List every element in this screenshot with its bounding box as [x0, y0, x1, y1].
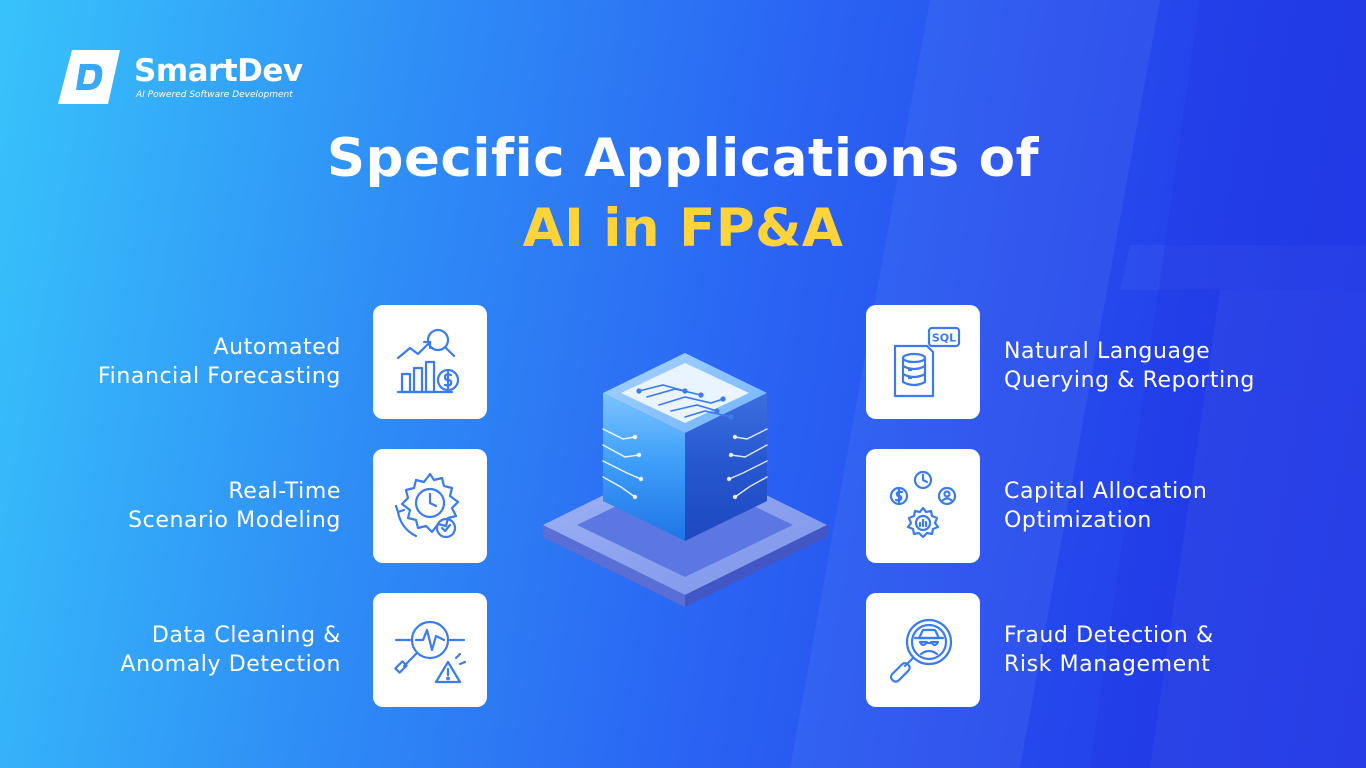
chart-magnifier-dollar-icon [396, 328, 460, 394]
smartdev-logo-icon [58, 50, 120, 104]
title-line-1: Specific Applications of [326, 128, 1040, 189]
card-financial-forecasting[interactable] [373, 305, 487, 419]
label-fraud-detection-risk-management: Fraud Detection & Risk Management [1004, 623, 1214, 677]
card-fraud-detection[interactable] [866, 593, 980, 707]
label-data-cleaning-anomaly-detection: Data Cleaning & Anomaly Detection [120, 623, 341, 677]
title-line-2: AI in FP&A [522, 198, 844, 259]
card-anomaly-detection[interactable] [373, 593, 487, 707]
label-capital-allocation-optimization: Capital Allocation Optimization [1004, 479, 1208, 533]
label-automated-financial-forecasting: Automated Financial Forecasting [97, 335, 341, 389]
ai-chip-cube-illustration [543, 353, 827, 607]
card-capital-allocation[interactable] [866, 449, 980, 563]
magnifier-spy-icon [889, 618, 953, 683]
brand-name: SmartDev [134, 53, 303, 89]
card-natural-language-querying[interactable]: SQL [866, 305, 980, 419]
sql-icon-text: SQL [932, 332, 956, 345]
gear-dollar-clock-user-icon [889, 470, 957, 539]
sql-database-icon: SQL [893, 326, 961, 398]
brand-tagline: AI Powered Software Development [136, 90, 293, 100]
label-real-time-scenario-modeling: Real-Time Scenario Modeling [128, 479, 341, 533]
label-natural-language-querying: Natural Language Querying & Reporting [1004, 339, 1255, 393]
page-title: Specific Applications of AI in FP&A [0, 126, 1366, 262]
magnifier-warning-icon [394, 620, 467, 684]
gear-clock-check-icon [394, 472, 460, 539]
smartdev-logo[interactable]: SmartDev AI Powered Software Development [58, 50, 303, 104]
card-scenario-modeling[interactable] [373, 449, 487, 563]
